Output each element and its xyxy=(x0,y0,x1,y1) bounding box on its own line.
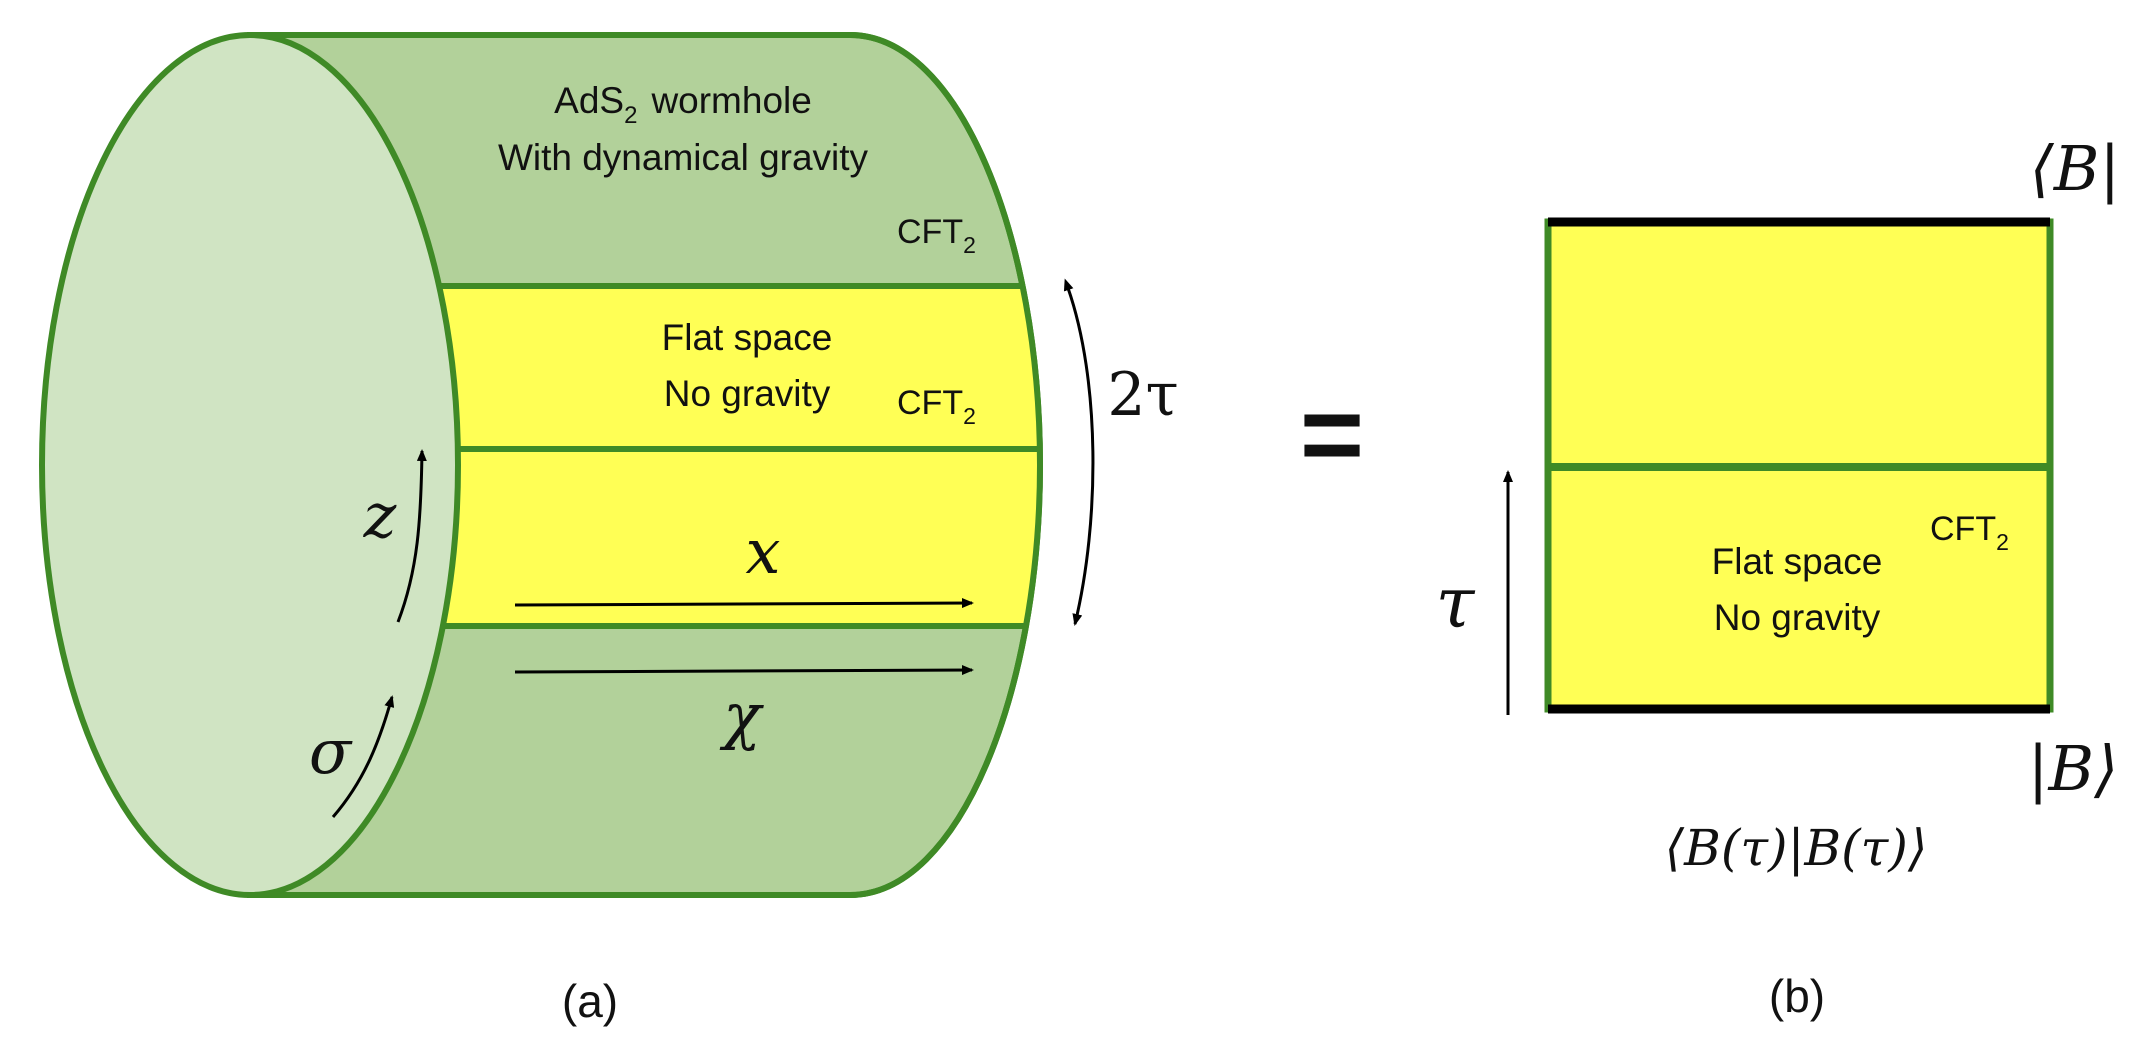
z-arrow xyxy=(396,449,427,623)
wormhole-outline xyxy=(247,32,1044,898)
caption-a: (a) xyxy=(562,975,618,1027)
flat-space-label-b: Flat space xyxy=(1712,541,1883,582)
cylinder-end-disk xyxy=(39,32,461,898)
cft-middle-label: CFT2 xyxy=(897,384,976,429)
flat-space-label: Flat space xyxy=(662,317,833,358)
chi-arrow xyxy=(514,665,974,676)
no-gravity-label: No gravity xyxy=(664,373,831,414)
bra-label: ⟨B| xyxy=(2030,132,2121,205)
cft-upper-label: CFT2 xyxy=(897,213,976,258)
z-label: z xyxy=(363,479,397,552)
tau-label: τ xyxy=(1436,562,1476,644)
cft-label-b: CFT2 xyxy=(1930,510,2009,555)
x-label: x xyxy=(746,515,781,588)
chi-label: χ xyxy=(719,679,764,752)
two-tau-label: 2τ xyxy=(1107,360,1178,430)
sigma-arrow xyxy=(331,695,395,818)
overlap-label: ⟨B(τ)|B(τ)⟩ xyxy=(1665,819,1928,877)
x-arrow xyxy=(514,598,974,609)
caption-b: (b) xyxy=(1769,970,1825,1022)
equals-sign: = xyxy=(1300,373,1364,496)
panel-b: ⟨B| |B⟩ CFT2 Flat space No gravity τ ⟨B(… xyxy=(1436,132,2121,1022)
ket-label: |B⟩ xyxy=(2028,732,2119,805)
two-tau-arrow xyxy=(1063,278,1095,626)
no-gravity-label-b: No gravity xyxy=(1714,597,1881,638)
wormhole-label-line2: With dynamical gravity xyxy=(498,137,869,178)
sigma-label: σ xyxy=(309,715,353,788)
